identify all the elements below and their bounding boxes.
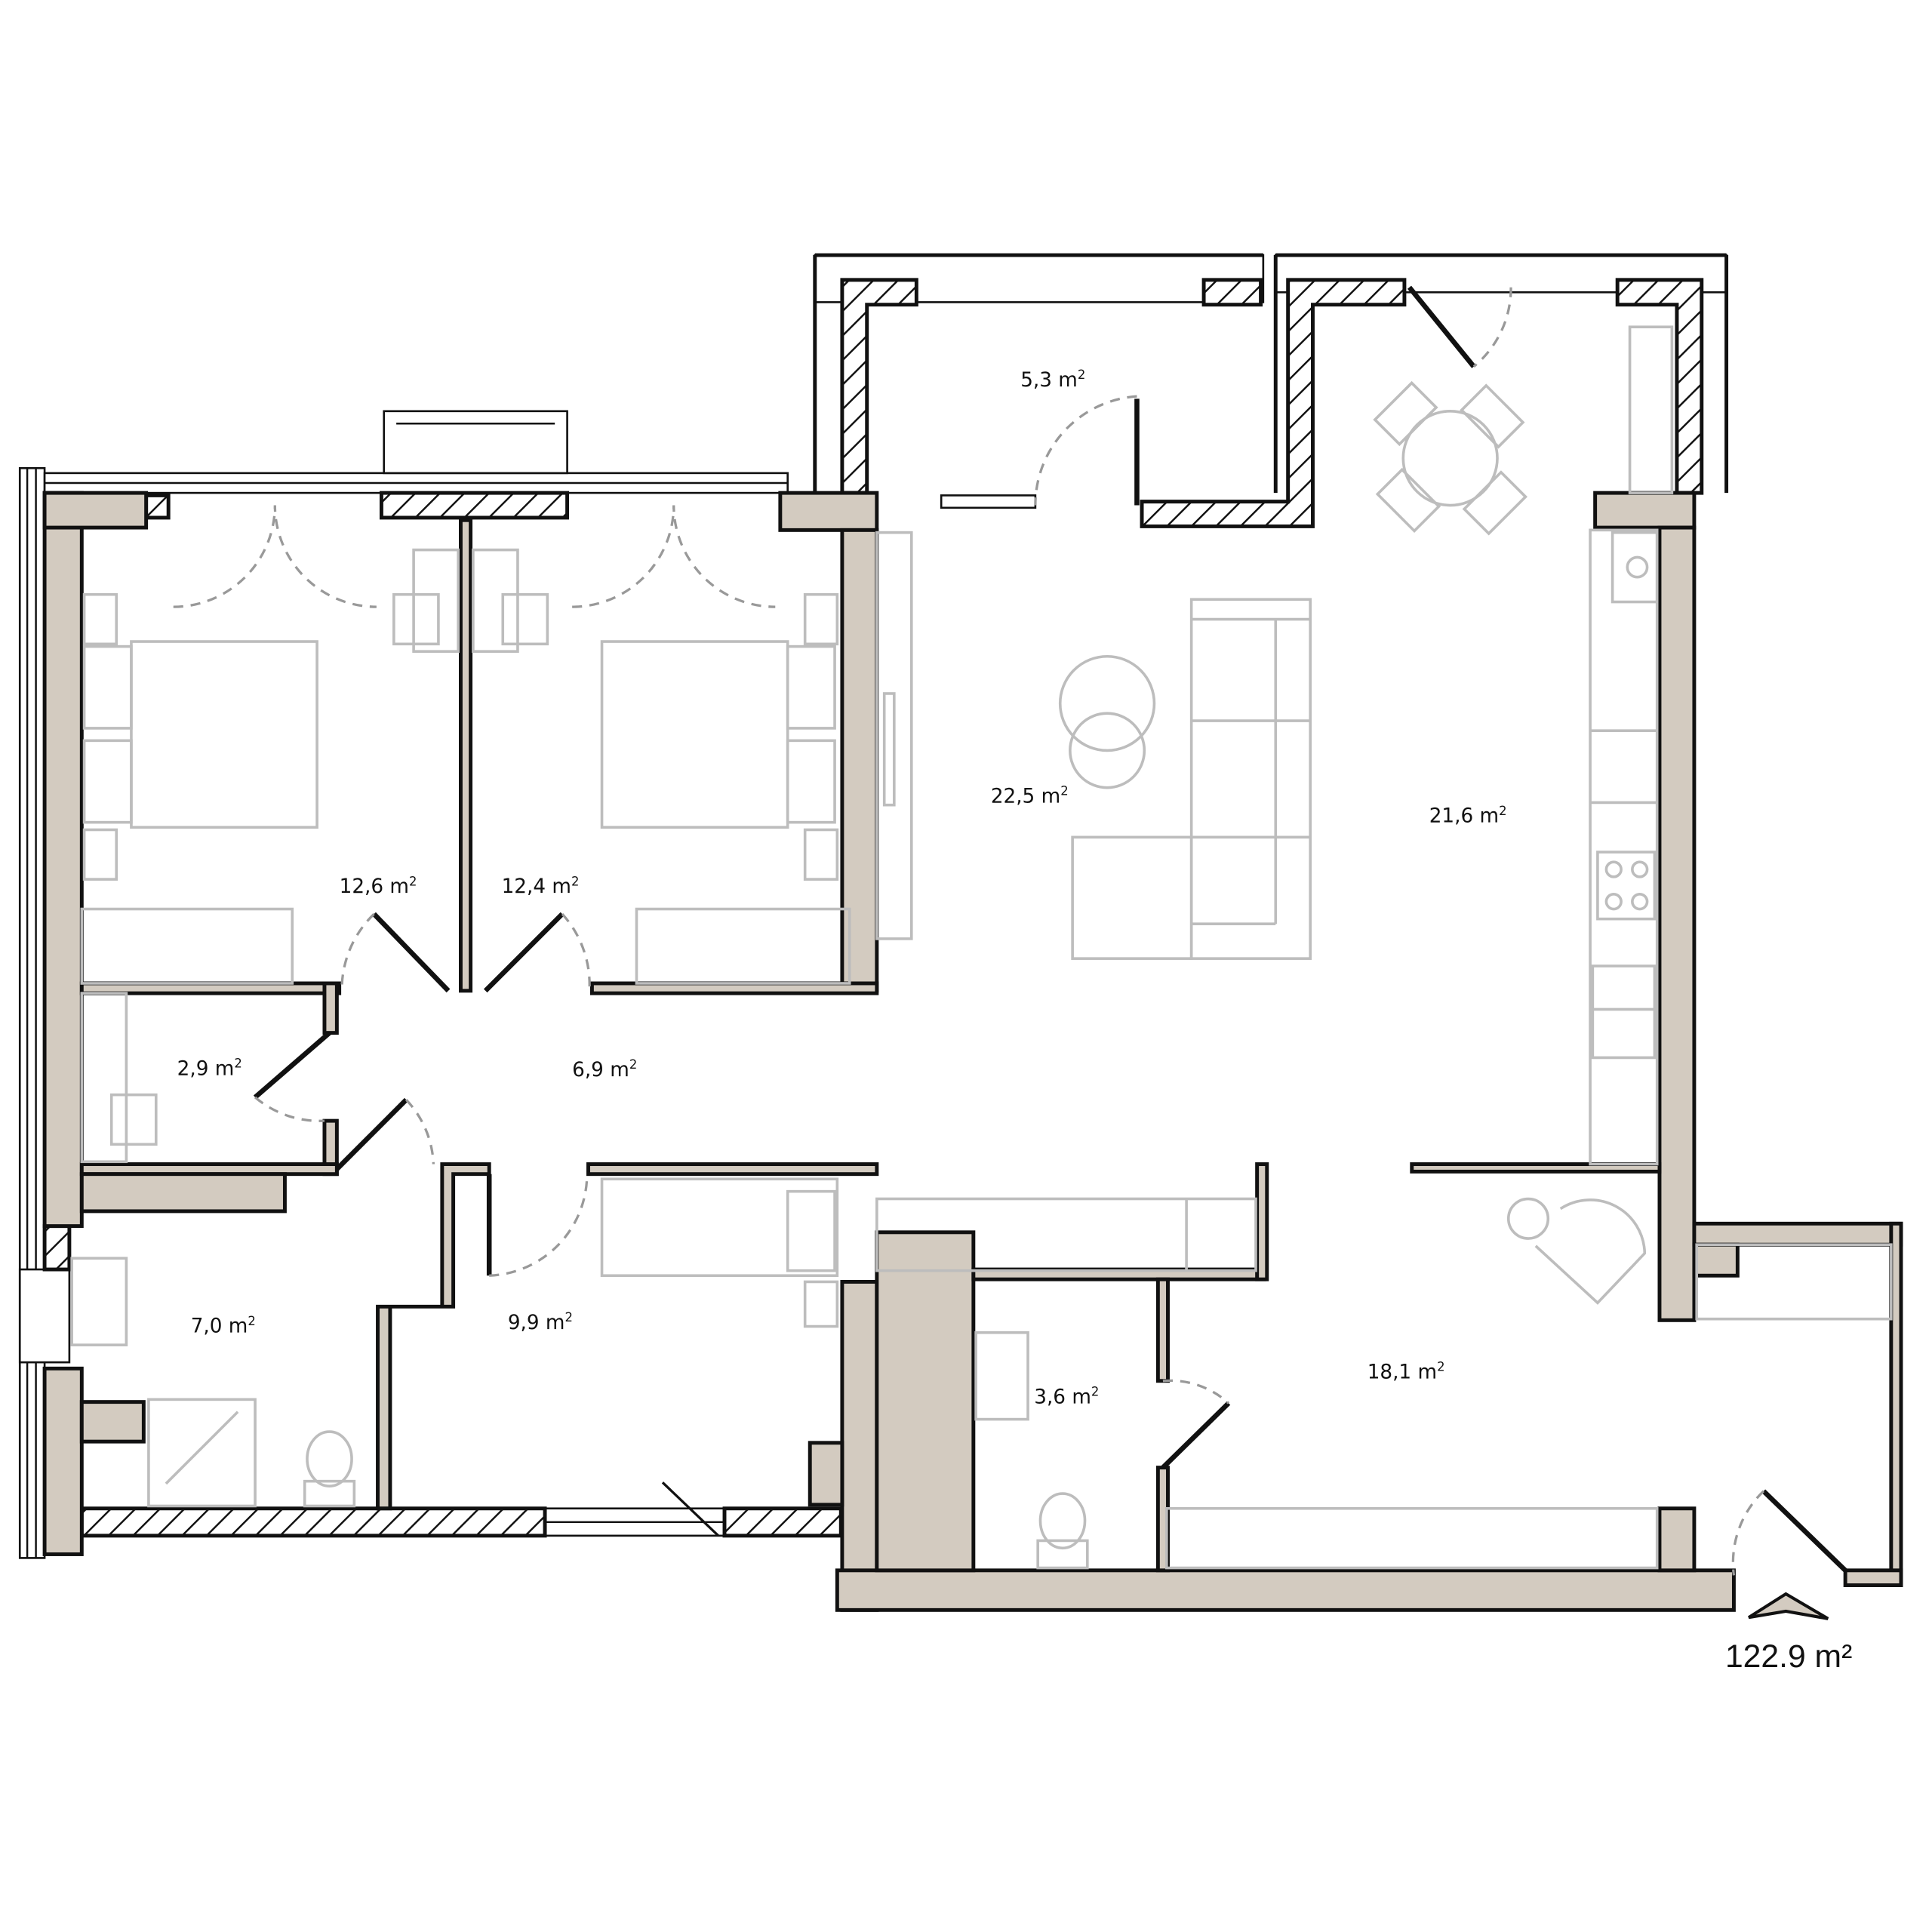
door-bedroom2[interactable] <box>483 912 591 993</box>
wall <box>1593 491 1697 530</box>
door-wc[interactable] <box>1161 1379 1231 1469</box>
wardrobe-2 <box>635 907 851 985</box>
wall <box>376 1162 491 1511</box>
room-area-bedroom-3: 9,9 m2 <box>508 1310 573 1334</box>
wall <box>778 491 879 532</box>
bed-2 <box>600 592 839 881</box>
room-area-closet: 2,9 m2 <box>177 1057 242 1081</box>
furniture <box>70 325 1893 1570</box>
wall <box>79 981 342 995</box>
hatched-walls <box>42 253 1729 1538</box>
armchair <box>1506 1197 1647 1305</box>
wall <box>1657 1506 1697 1573</box>
room-area-kitchen: 21,6 m2 <box>1429 804 1507 828</box>
door-dining-balcony[interactable] <box>1407 285 1512 368</box>
bay-window <box>383 410 568 475</box>
entrance-closet <box>1695 1243 1893 1321</box>
wall <box>589 981 879 995</box>
sofa <box>1071 598 1312 960</box>
window-left <box>18 466 46 1559</box>
wc-fixtures <box>974 1331 1089 1570</box>
room-area-bedroom-2: 12,4 m2 <box>502 874 580 898</box>
wall <box>835 1568 1736 1612</box>
wall <box>1410 1162 1662 1174</box>
room-area-wc: 3,6 m2 <box>1034 1384 1099 1408</box>
cabinet <box>1628 325 1674 494</box>
room-area-bathroom: 7,0 m2 <box>191 1314 256 1338</box>
total-area: 122.9 m² <box>1725 1638 1852 1675</box>
wall <box>42 491 84 1229</box>
wall <box>79 1172 287 1214</box>
coffee-tables <box>1058 654 1156 789</box>
wardrobe-1 <box>80 907 294 985</box>
entrance-bench <box>1165 1506 1659 1570</box>
room-area-hall: 6,9 m2 <box>572 1057 637 1081</box>
wc-sink <box>974 1331 1029 1421</box>
wall <box>1692 1221 1903 1247</box>
shower <box>147 1398 257 1508</box>
wall <box>1255 1162 1269 1281</box>
room-area-bedroom-1: 12,6 m2 <box>340 874 417 898</box>
wall <box>875 1230 976 1573</box>
window-bath <box>18 1268 71 1364</box>
desk-2 <box>472 548 549 653</box>
door-entrance[interactable] <box>1731 1489 1847 1576</box>
wall <box>586 1162 879 1177</box>
wall <box>1155 1277 1170 1383</box>
wall <box>1657 525 1697 1322</box>
bath-toilet <box>306 1430 353 1488</box>
wall <box>42 1366 84 1556</box>
room-area-entrance: 18,1 m2 <box>1367 1360 1445 1384</box>
bed-3 <box>600 1177 839 1328</box>
door-loggia[interactable] <box>1034 395 1140 506</box>
tv-unit <box>875 531 913 940</box>
wall <box>459 518 473 993</box>
wc-toilet <box>1038 1492 1087 1550</box>
hall-wardrobe <box>875 1197 1257 1272</box>
wall <box>1889 1221 1903 1587</box>
door-bottom-balcony[interactable] <box>661 1481 719 1537</box>
dishwasher-sink <box>1591 964 1657 1060</box>
door-bedroom3[interactable] <box>486 1174 589 1277</box>
wall <box>808 1441 844 1507</box>
door-balcony-bedroom1[interactable] <box>173 505 377 608</box>
kitchen-counter <box>1589 528 1659 1166</box>
room-area-living: 22,5 m2 <box>991 784 1069 808</box>
dining-set <box>1373 380 1527 536</box>
wall <box>1843 1568 1903 1587</box>
desk-1 <box>392 548 460 653</box>
bath-fixtures <box>70 1257 356 1508</box>
loggia-sill <box>940 494 1037 509</box>
door-bedroom1[interactable] <box>340 912 451 993</box>
door-balcony-bedroom2[interactable] <box>572 505 776 608</box>
cooktop <box>1596 851 1657 921</box>
closet-shelves <box>80 992 158 1164</box>
wall <box>840 528 879 993</box>
kitchen-sink <box>1611 531 1659 604</box>
entrance-arrow-icon <box>1748 1592 1829 1620</box>
doors[interactable] <box>173 285 1847 1576</box>
wall <box>840 1280 879 1612</box>
wall <box>42 491 149 530</box>
bed-1 <box>82 592 318 881</box>
door-bathroom[interactable] <box>335 1097 435 1171</box>
bath-sink <box>70 1257 128 1346</box>
wall <box>1692 1242 1740 1278</box>
room-area-loggia: 5,3 m2 <box>1020 368 1085 392</box>
wall <box>79 1400 146 1444</box>
room-labels: 5,3 m2 22,5 m2 21,6 m2 12,6 m2 12,4 m2 2… <box>177 368 1507 1408</box>
door-closet[interactable] <box>253 1031 331 1122</box>
wall <box>322 981 339 1035</box>
walls <box>42 491 1903 1612</box>
